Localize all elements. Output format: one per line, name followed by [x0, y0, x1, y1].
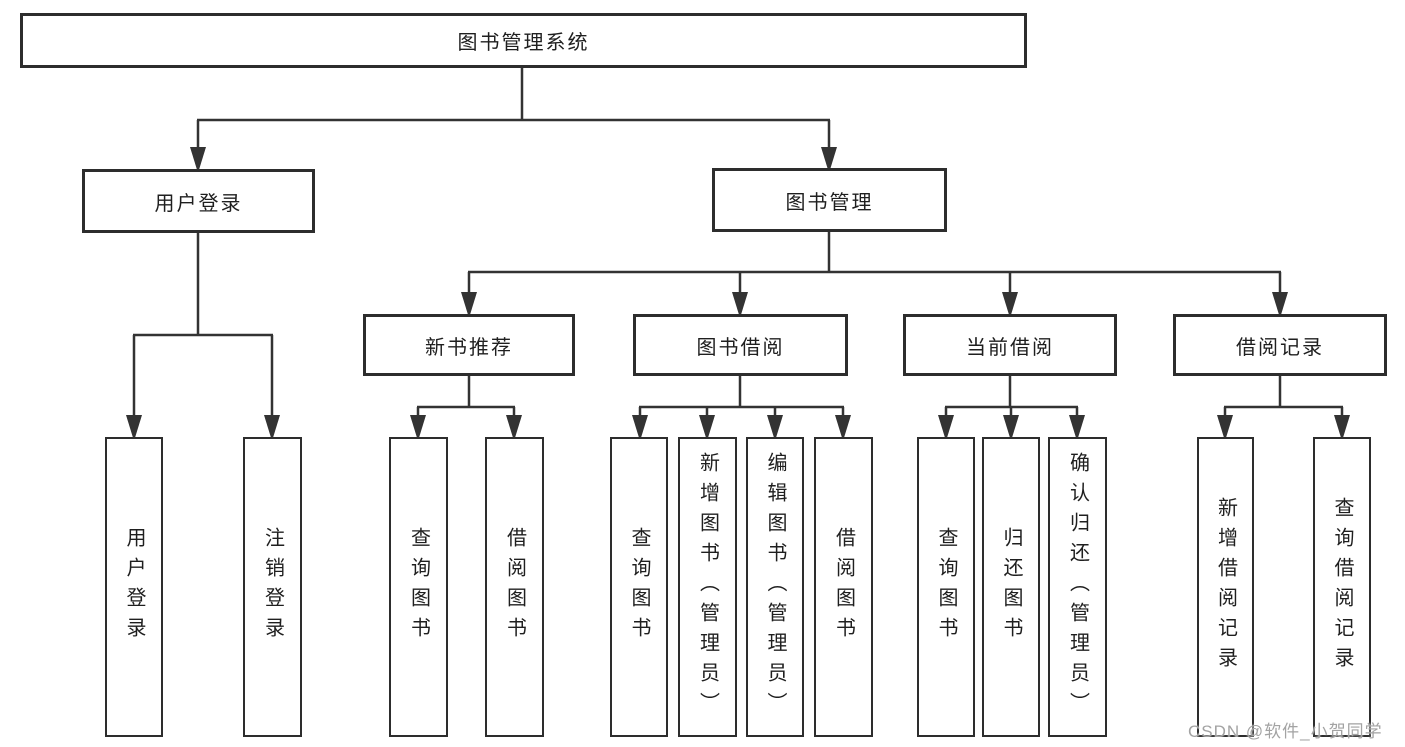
leaf-query-book-current-label: 查询图书 [935, 527, 957, 647]
leaf-query-book-borrow: 查询图书 [610, 437, 668, 737]
node-new-book-recommend: 新书推荐 [363, 314, 575, 376]
leaf-borrow-book-newrec: 借阅图书 [485, 437, 544, 737]
leaf-add-book-admin: 新增图书（管理员） [678, 437, 737, 737]
node-current-borrow-label: 当前借阅 [966, 336, 1054, 359]
node-root-label: 图书管理系统 [457, 32, 590, 54]
leaf-borrow-book-borrow-label: 借阅图书 [832, 527, 855, 647]
node-new-book-recommend-label: 新书推荐 [425, 336, 513, 359]
node-user-login-label: 用户登录 [154, 192, 243, 215]
leaf-user-login: 用户登录 [105, 437, 163, 737]
leaf-query-book-newrec-label: 查询图书 [407, 527, 430, 647]
leaf-query-book-current: 查询图书 [917, 437, 975, 737]
node-root: 图书管理系统 [20, 13, 1027, 68]
leaf-confirm-return-admin: 确认归还（管理员） [1048, 437, 1107, 737]
leaf-logout: 注销登录 [243, 437, 302, 737]
leaf-return-book-label: 归还图书 [1000, 527, 1022, 647]
leaf-query-book-borrow-label: 查询图书 [628, 527, 650, 647]
leaf-edit-book-admin: 编辑图书（管理员） [746, 437, 804, 737]
node-borrow-record-label: 借阅记录 [1236, 336, 1324, 359]
node-borrow-record: 借阅记录 [1173, 314, 1387, 376]
node-book-management-label: 图书管理 [785, 191, 874, 214]
leaf-return-book: 归还图书 [982, 437, 1040, 737]
leaf-logout-label: 注销登录 [261, 527, 284, 647]
node-book-borrow: 图书借阅 [633, 314, 848, 376]
leaf-query-borrow-record-label: 查询借阅记录 [1331, 497, 1353, 677]
leaf-borrow-book-newrec-label: 借阅图书 [503, 527, 526, 647]
leaf-add-book-admin-label: 新增图书（管理员） [696, 452, 719, 722]
leaf-query-borrow-record: 查询借阅记录 [1313, 437, 1371, 737]
leaf-edit-book-admin-label: 编辑图书（管理员） [764, 452, 786, 722]
leaf-confirm-return-admin-label: 确认归还（管理员） [1066, 452, 1089, 722]
node-book-borrow-label: 图书借阅 [696, 336, 785, 359]
node-book-management: 图书管理 [712, 168, 947, 232]
node-current-borrow: 当前借阅 [903, 314, 1117, 376]
leaf-query-book-newrec: 查询图书 [389, 437, 448, 737]
leaf-add-borrow-record: 新增借阅记录 [1197, 437, 1254, 737]
leaf-borrow-book-borrow: 借阅图书 [814, 437, 873, 737]
leaf-user-login-label: 用户登录 [123, 527, 145, 647]
csdn-watermark: CSDN @软件_小贺同学 [1188, 722, 1383, 741]
node-user-login: 用户登录 [82, 169, 315, 233]
leaf-add-borrow-record-label: 新增借阅记录 [1214, 497, 1237, 677]
